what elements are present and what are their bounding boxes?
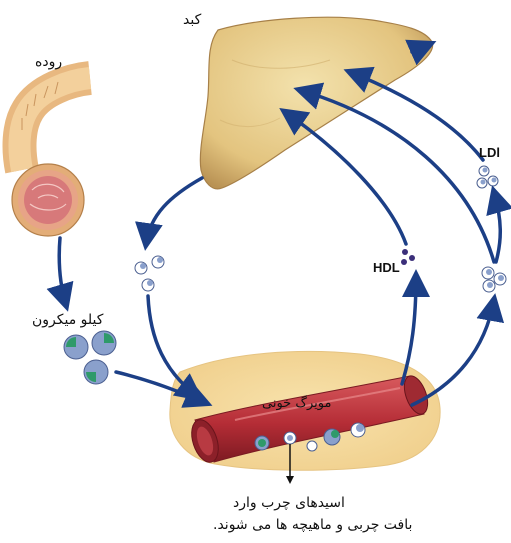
arrow-liver-to-left <box>146 178 202 244</box>
right-particles <box>482 267 506 292</box>
fatty-acids-line1: اسیدهای چرب وارد <box>233 495 345 511</box>
intestine-label: روده <box>35 54 62 70</box>
capillary-label: مویرگ خونی <box>262 396 331 411</box>
chylomicron-label: کیلو میکرون <box>32 312 103 328</box>
intestine-illustration <box>12 78 90 236</box>
hdl-label: HDL <box>373 260 400 275</box>
ldl-particles <box>477 166 498 188</box>
arrow-intestine-to-chylomicron <box>59 238 66 305</box>
fatty-acids-line2: بافت چربی و ماهیچه ها می شوند. <box>213 517 412 533</box>
arrow-right-up <box>494 192 500 262</box>
chylomicron-particles <box>64 331 116 384</box>
liver-illustration <box>200 17 432 189</box>
left-particles <box>135 256 164 291</box>
ldl-label: LDl <box>479 145 500 160</box>
liver-label: کبد <box>183 12 201 28</box>
hdl-particles <box>401 249 415 265</box>
